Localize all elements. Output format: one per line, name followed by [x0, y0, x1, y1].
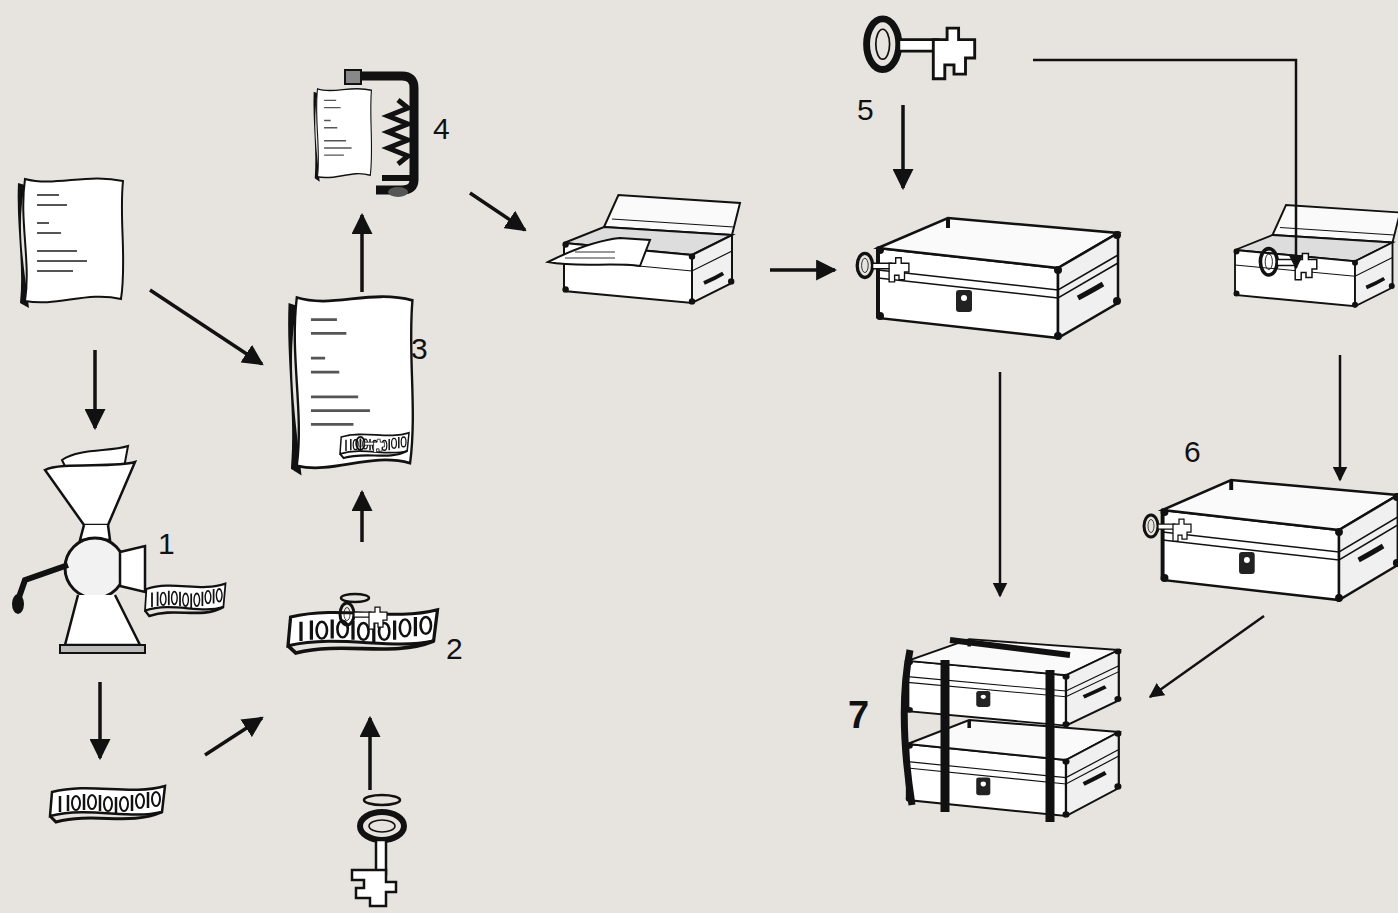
callout-number: 6: [1184, 437, 1201, 467]
flow-arrows: [95, 60, 1340, 790]
hash-grinder: [12, 446, 226, 653]
compression-clamp: [313, 70, 414, 197]
callout-number: 7: [848, 696, 869, 734]
locked-chest: [857, 218, 1121, 340]
locked-chest: [1144, 480, 1398, 602]
callout-number: 3: [411, 334, 428, 364]
document: [18, 178, 124, 308]
signed-document: [288, 297, 413, 476]
hash-strip: [50, 786, 165, 822]
open-chest-key: [1234, 205, 1398, 308]
callout-number: 2: [446, 634, 463, 664]
bundle: [904, 639, 1121, 822]
callout-number: 5: [857, 95, 874, 125]
callout-number: 1: [158, 529, 175, 559]
open-chest: [548, 195, 740, 305]
private-key: [352, 795, 404, 906]
callout-number: 4: [433, 114, 450, 144]
signed-hash: [288, 594, 438, 653]
session-key: [867, 19, 975, 79]
